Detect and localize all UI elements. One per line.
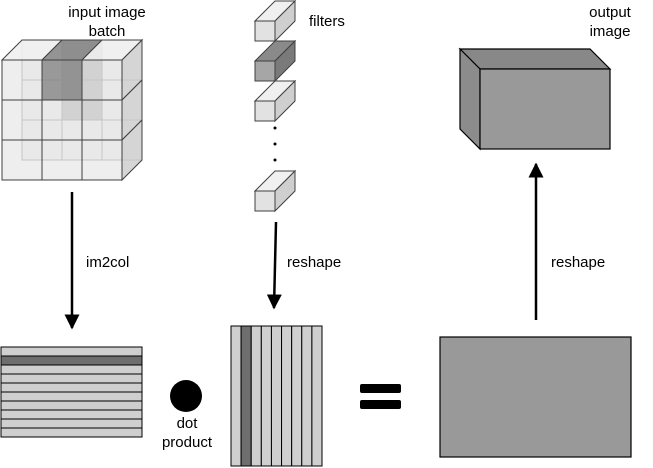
filter-column	[240, 325, 252, 467]
im2col-row	[0, 355, 143, 366]
reshape-filters-arrow	[266, 221, 282, 310]
equals-sign	[360, 384, 401, 409]
input-cell-front	[1, 139, 43, 181]
filters-ellipsis	[273, 126, 277, 162]
filter-column	[230, 325, 242, 467]
filter-column	[270, 325, 283, 467]
input-cell-front	[41, 99, 83, 141]
reshape-output-label: reshape	[551, 254, 605, 271]
dot-product-symbol	[170, 380, 202, 412]
filter-cube	[253, 169, 297, 213]
filter-column	[291, 325, 303, 467]
filter-cube	[253, 39, 297, 83]
input-cell-front	[41, 59, 83, 101]
product-label: product	[162, 434, 213, 451]
filter-column	[311, 325, 323, 467]
im2col-row	[0, 382, 143, 393]
input-cell-front	[41, 139, 83, 181]
output-box-top	[458, 48, 612, 70]
input-cell-front	[1, 99, 43, 141]
im2col-row	[0, 418, 143, 429]
input-cell-front	[81, 59, 123, 101]
im2col-row	[0, 400, 143, 411]
filter-column	[301, 325, 313, 467]
reshape-filters-label: reshape	[287, 254, 341, 271]
filter-cube	[253, 0, 297, 43]
im2col-row	[0, 364, 143, 375]
im2col-row	[0, 373, 143, 384]
im2col-label: im2col	[86, 254, 129, 271]
filter-column	[260, 325, 272, 467]
result-matrix	[439, 336, 632, 458]
filter-matrix	[230, 325, 323, 467]
input-image-batch-cube	[0, 38, 144, 182]
input-cell-front	[1, 59, 43, 101]
im2col-row	[0, 391, 143, 402]
input-cell-front	[81, 99, 123, 141]
input-image-label: input image	[68, 4, 146, 21]
output-label: output	[589, 4, 632, 21]
filter-cube	[253, 79, 297, 123]
im2col-row	[0, 346, 143, 357]
filters-label: filters	[309, 13, 345, 30]
output-image-label: image	[590, 23, 631, 40]
im2col-row	[0, 409, 143, 420]
output-image-box	[458, 47, 612, 151]
filter-column	[250, 325, 262, 467]
im2col-matrix	[0, 346, 143, 438]
input-cell-front	[81, 139, 123, 181]
output-box-front	[479, 68, 611, 150]
filters-stack	[253, 0, 297, 213]
im2col-row	[0, 427, 143, 438]
input-batch-label: batch	[89, 23, 126, 40]
dot-label: dot	[177, 415, 199, 432]
filter-column	[281, 325, 293, 467]
